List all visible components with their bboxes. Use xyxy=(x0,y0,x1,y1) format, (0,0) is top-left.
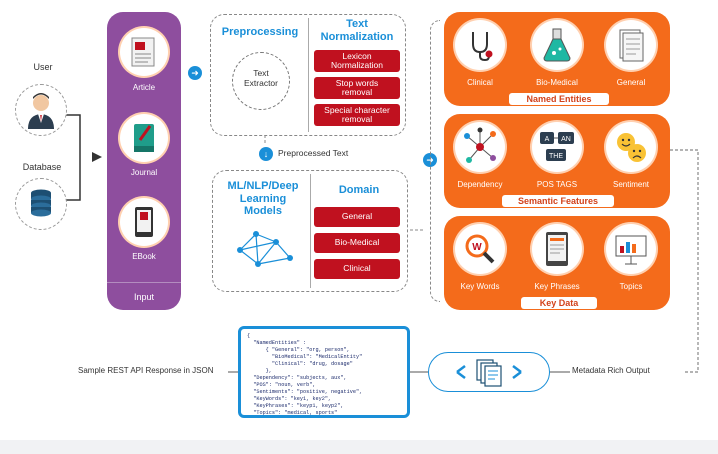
pos-tag-an: AN xyxy=(561,136,571,143)
key-data-topics: Topics xyxy=(619,282,643,291)
user-icon xyxy=(28,93,54,129)
domain-title: Domain xyxy=(338,184,380,196)
text-extractor-label: Text Extractor xyxy=(243,68,278,88)
special-character-removal-button: Special character removal xyxy=(314,104,400,126)
general-circle xyxy=(606,20,656,70)
database-circle xyxy=(15,178,67,230)
magnifier-word-icon: W xyxy=(465,234,495,264)
named-entities-title: Named Entities xyxy=(509,93,609,105)
key-data-key-phrases: Key Phrases xyxy=(534,282,580,291)
clinical-circle xyxy=(455,20,505,70)
ebook-icon xyxy=(135,207,153,237)
semantic-pos-tags: POS TAGS xyxy=(536,180,578,189)
network-icon xyxy=(464,127,496,163)
semantic-features-title: Semantic Features xyxy=(502,195,614,207)
dependency-circle xyxy=(455,122,505,172)
key-words-circle: W xyxy=(455,224,505,274)
arrow-down-icon: ↓ xyxy=(259,147,273,161)
article-circle xyxy=(120,28,168,76)
domain-general-button: General xyxy=(314,207,400,227)
input-footer: Input xyxy=(133,292,155,302)
stethoscope-icon xyxy=(472,32,493,62)
database-label: Database xyxy=(22,162,62,172)
models-divider xyxy=(310,174,311,288)
named-entity-biomedical: Bio-Medical xyxy=(536,78,578,87)
json-sample-code: { "NamedEntities" : { "General": "org, p… xyxy=(247,333,363,416)
json-sample-box: { "NamedEntities" : { "General": "org, p… xyxy=(238,326,410,418)
presentation-icon xyxy=(615,235,647,265)
output-bracket xyxy=(430,20,440,302)
neural-network-icon xyxy=(237,231,293,267)
text-normalization-title: Text Normalization xyxy=(320,18,394,43)
metadata-output-label: Metadata Rich Output xyxy=(572,366,650,375)
pos-tags-icon: A AN THE xyxy=(540,132,574,161)
lexicon-normalization-button: Lexicon Normalization xyxy=(314,50,400,72)
semantic-dependency: Dependency xyxy=(457,180,503,189)
user-avatar xyxy=(15,84,67,136)
models-box xyxy=(212,170,408,292)
preprocessing-box xyxy=(210,14,406,136)
key-data-title: Key Data xyxy=(521,297,597,309)
pos-tag-a: A xyxy=(545,136,550,143)
sentiment-faces-icon xyxy=(617,133,646,162)
keyword-letter: W xyxy=(472,242,482,253)
sentiment-circle xyxy=(606,122,656,172)
arrow-right-icon: ➜ xyxy=(188,66,202,80)
text-extractor-circle xyxy=(232,52,290,110)
input-item-journal: Journal xyxy=(130,168,158,177)
topics-circle xyxy=(606,224,656,274)
pos-tags-circle: A AN THE xyxy=(532,122,582,172)
stop-words-removal-button: Stop words removal xyxy=(314,77,400,99)
named-entity-general: General xyxy=(616,78,646,87)
journal-icon xyxy=(134,124,154,152)
domain-clinical-button: Clinical xyxy=(314,259,400,279)
semantic-sentiment: Sentiment xyxy=(612,180,650,189)
ebook-circle xyxy=(120,198,168,246)
bottom-strip xyxy=(0,440,718,454)
preprocessing-title: Preprocessing xyxy=(221,26,299,38)
preprocessing-divider xyxy=(308,18,309,132)
named-entity-clinical: Clinical xyxy=(467,78,493,87)
input-item-ebook: EBook xyxy=(132,252,156,261)
key-phrases-circle xyxy=(532,224,582,274)
document-icon xyxy=(619,29,644,62)
json-sample-caption: Sample REST API Response in JSON xyxy=(78,366,214,375)
flask-icon xyxy=(543,28,571,62)
models-title: ML/NLP/Deep Learning Models xyxy=(227,180,299,218)
domain-biomedical-button: Bio-Medical xyxy=(314,233,400,253)
input-item-article: Article xyxy=(132,83,156,92)
journal-circle xyxy=(120,114,168,162)
article-icon xyxy=(131,37,155,67)
input-divider xyxy=(107,282,181,283)
database-icon xyxy=(31,189,51,217)
preprocessed-text-label: Preprocessed Text xyxy=(278,148,349,158)
user-label: User xyxy=(33,62,53,72)
tablet-icon xyxy=(546,232,568,266)
key-data-key-words: Key Words xyxy=(460,282,500,291)
api-output-node xyxy=(428,352,550,392)
biomedical-circle xyxy=(532,20,582,70)
pos-tag-the: THE xyxy=(549,153,563,160)
api-code-icon xyxy=(456,359,522,387)
